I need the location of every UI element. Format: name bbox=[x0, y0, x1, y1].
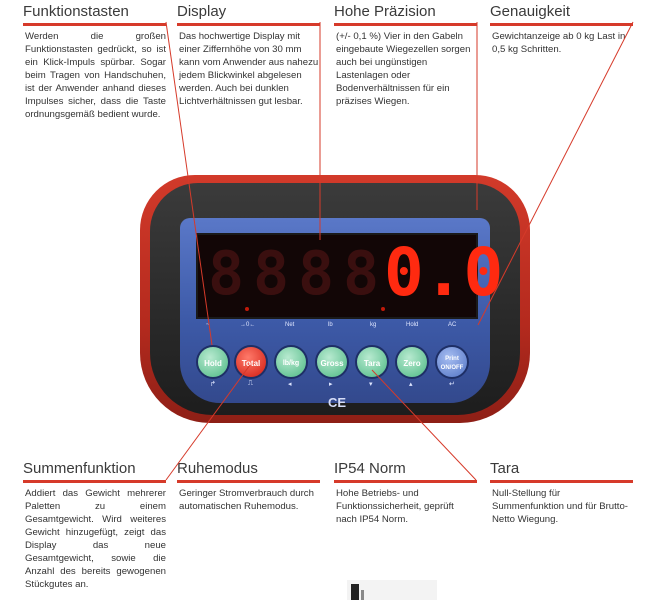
feature-description: Null-Stellung für Summenfunktion und für… bbox=[492, 488, 628, 525]
indicator-lb: lb bbox=[328, 322, 333, 328]
feature-title: Display bbox=[177, 3, 227, 20]
feature-title: Tara bbox=[490, 460, 520, 477]
feature-description: (+/- 0,1 %) Vier in den Gabeln eingebaut… bbox=[336, 31, 471, 107]
led-display: 8 8 8 8 0.0 bbox=[196, 233, 503, 319]
accent-rule bbox=[177, 23, 320, 26]
unit-button[interactable]: lb/kg bbox=[274, 345, 308, 379]
feature-genauigkeit: Genauigkeit Gewichtanzeige ab 0 kg Last … bbox=[490, 3, 633, 56]
gross-button[interactable]: Gross bbox=[315, 345, 349, 379]
tara-button[interactable]: Tara bbox=[355, 345, 389, 379]
weight-reading: 0.0 bbox=[384, 234, 504, 311]
feature-description: Geringer Stromverbrauch durch automatisc… bbox=[179, 488, 314, 512]
feature-funktionstasten: Funktionstasten Werden die großen Funkti… bbox=[23, 3, 166, 121]
accent-rule bbox=[334, 480, 477, 483]
feature-ip54: IP54 Norm Hohe Betriebs- und Funktionssi… bbox=[334, 460, 477, 526]
enter-arrow-icon: ↱ bbox=[210, 381, 216, 388]
feature-display: Display Das hochwertige Display mit eine… bbox=[177, 3, 320, 108]
down-arrow-icon: ▾ bbox=[369, 381, 373, 388]
feature-ruhemodus: Ruhemodus Geringer Stromverbrauch durch … bbox=[177, 460, 320, 513]
print-button[interactable]: Print ON/OFF bbox=[435, 345, 469, 379]
feature-title: Funktionstasten bbox=[23, 3, 129, 20]
return-arrow-icon: ↵ bbox=[449, 381, 455, 388]
zero-button[interactable]: Zero bbox=[395, 345, 429, 379]
feature-title: Ruhemodus bbox=[177, 460, 258, 477]
inactive-digit: 8 bbox=[208, 239, 245, 309]
feature-title: IP54 Norm bbox=[334, 460, 406, 477]
feature-tara: Tara Null-Stellung für Summenfunktion un… bbox=[490, 460, 633, 526]
accent-rule bbox=[490, 23, 633, 26]
indicator-zero: →0← bbox=[240, 322, 256, 328]
decimal-dot bbox=[245, 307, 249, 311]
ce-mark: CE bbox=[328, 395, 347, 410]
inactive-digit: 8 bbox=[253, 239, 290, 309]
indicator-net: Net bbox=[285, 322, 295, 328]
total-icon: ⎍ bbox=[248, 380, 253, 387]
feature-description: Gewichtanzeige ab 0 kg Last in 0,5 kg Sc… bbox=[492, 31, 626, 55]
accent-rule bbox=[334, 23, 477, 26]
feature-title: Summenfunktion bbox=[23, 460, 136, 477]
feature-title: Hohe Präzision bbox=[334, 3, 436, 20]
inactive-digit: 8 bbox=[298, 239, 335, 309]
feature-description: Werden die großen Funktionstasten gedrüc… bbox=[25, 31, 166, 120]
indicator-stable: ~ bbox=[206, 322, 210, 328]
total-button[interactable]: Total bbox=[234, 345, 268, 379]
partial-graphic bbox=[347, 580, 437, 600]
feature-title: Genauigkeit bbox=[490, 3, 571, 20]
feature-summenfunktion: Summenfunktion Addiert das Gewicht mehre… bbox=[23, 460, 166, 591]
indicator-hold: Hold bbox=[406, 322, 419, 328]
feature-praezision: Hohe Präzision (+/- 0,1 %) Vier in den G… bbox=[334, 3, 477, 108]
right-arrow-icon: ▸ bbox=[329, 381, 333, 388]
feature-description: Addiert das Gewicht mehrerer Paletten zu… bbox=[25, 488, 166, 590]
up-arrow-icon: ▴ bbox=[409, 381, 413, 388]
feature-description: Hohe Betriebs- und Funktionssicherheit, … bbox=[336, 488, 454, 525]
hold-button[interactable]: Hold bbox=[196, 345, 230, 379]
indicator-kg: kg bbox=[370, 322, 377, 328]
decimal-dot bbox=[381, 307, 385, 311]
accent-rule bbox=[490, 480, 633, 483]
accent-rule bbox=[23, 480, 166, 483]
feature-description: Das hochwertige Display mit einer Ziffer… bbox=[179, 31, 319, 107]
scale-indicator-device: 8 8 8 8 0.0 ~ →0← Net lb kg Hold AC Hold… bbox=[140, 175, 530, 425]
accent-rule bbox=[177, 480, 320, 483]
indicator-ac: AC bbox=[448, 322, 457, 328]
accent-rule bbox=[23, 23, 166, 26]
inactive-digit: 8 bbox=[343, 239, 380, 309]
left-arrow-icon: ◂ bbox=[288, 381, 292, 388]
